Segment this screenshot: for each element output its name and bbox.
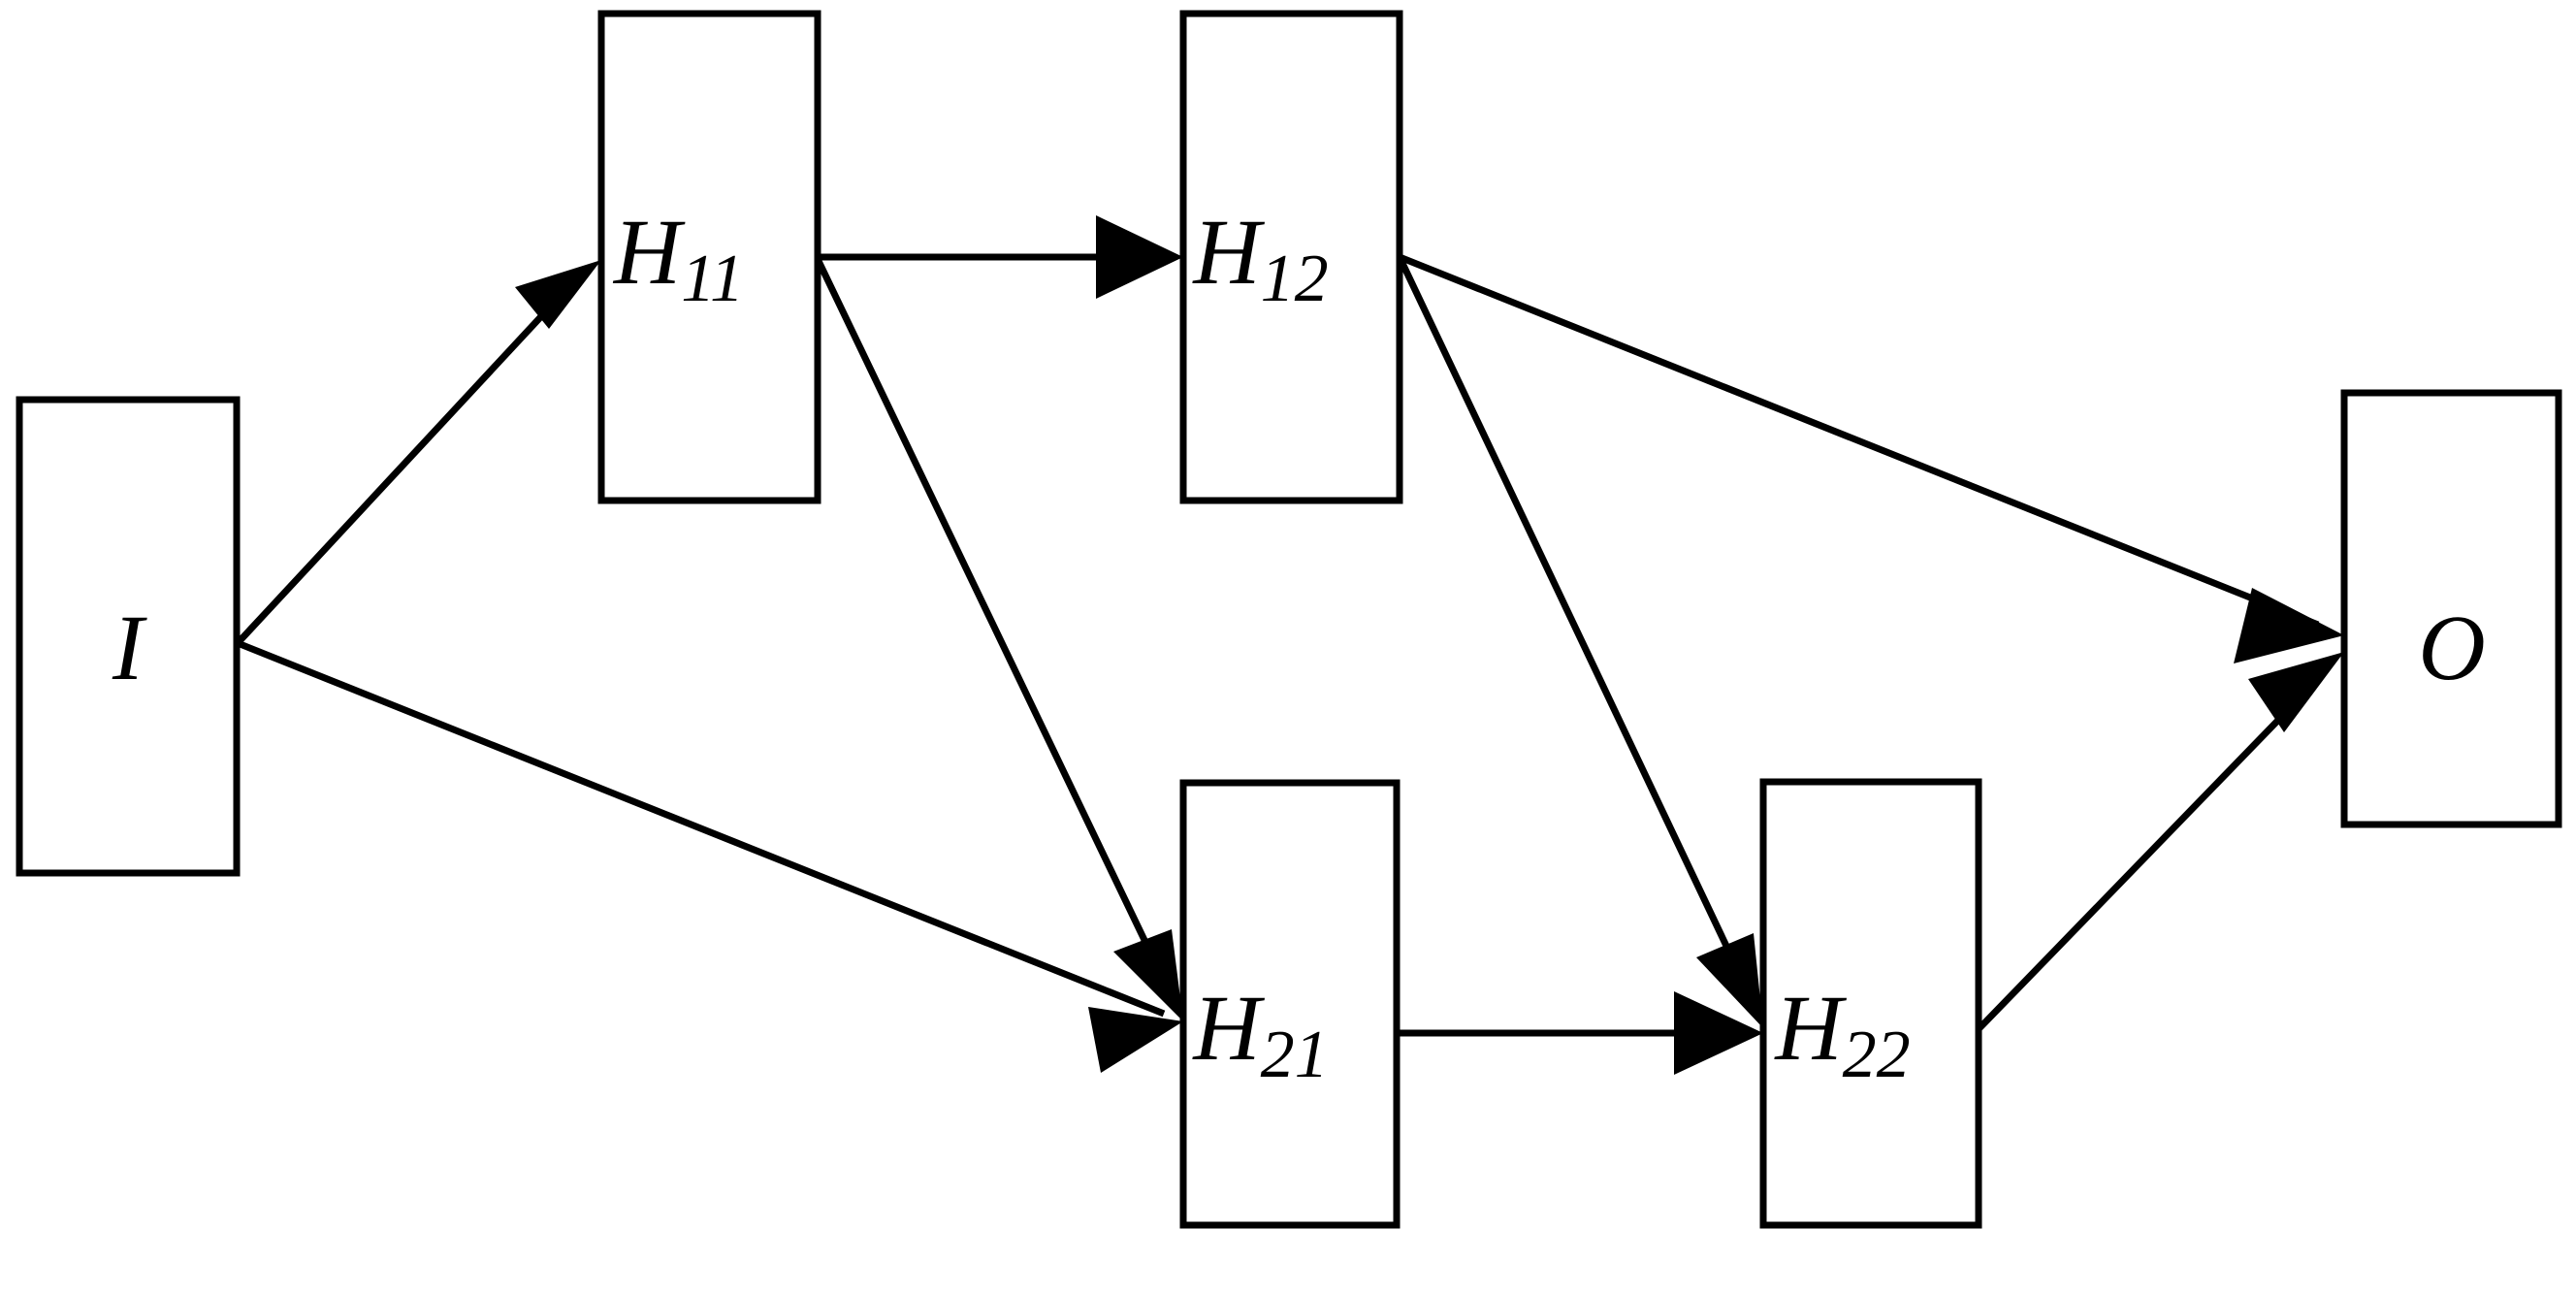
edges-layer bbox=[235, 215, 2344, 1075]
node-label-H21: H21 bbox=[1191, 976, 1328, 1092]
node-box-H21[interactable] bbox=[1179, 779, 1401, 1229]
node-box-H11[interactable] bbox=[597, 10, 821, 504]
node-label-H12: H12 bbox=[1191, 200, 1328, 316]
edge-line-H22-O bbox=[1974, 674, 2323, 1034]
edge-line-I-H21 bbox=[236, 639, 1166, 1018]
node-label-H11: H11 bbox=[612, 200, 744, 316]
node-H22[interactable]: H22 bbox=[1759, 778, 1982, 1229]
arrowhead-I-H11 bbox=[515, 260, 601, 329]
node-box-O[interactable] bbox=[2340, 389, 2562, 828]
edge-line-H12-H22 bbox=[1396, 255, 1755, 1001]
node-box-H22[interactable] bbox=[1759, 778, 1982, 1229]
nodes-layer: I H11 H12 H21 bbox=[16, 10, 2562, 1229]
node-O[interactable]: O bbox=[2340, 389, 2562, 828]
arrowhead-H12-O bbox=[2234, 588, 2344, 663]
node-label-sub-H21: 21 bbox=[1261, 1018, 1329, 1092]
node-label-main-H12: H bbox=[1191, 200, 1265, 304]
arrowhead-H12-H22 bbox=[1696, 933, 1763, 1028]
arrowhead-I-H21 bbox=[1088, 1007, 1183, 1073]
node-H21[interactable]: H21 bbox=[1179, 779, 1401, 1229]
edge-H11-H12 bbox=[818, 215, 1183, 299]
edge-I-H21 bbox=[236, 639, 1183, 1073]
node-label-main-H22: H bbox=[1773, 976, 1847, 1080]
node-label-sub-H12: 12 bbox=[1261, 242, 1329, 316]
edge-I-H11 bbox=[235, 260, 601, 646]
edge-line-H12-O bbox=[1398, 253, 2320, 629]
node-label-sub-H22: 22 bbox=[1843, 1018, 1911, 1092]
edge-H12-H22 bbox=[1396, 255, 1763, 1028]
node-label-sub-H11: 11 bbox=[681, 242, 744, 316]
edge-H11-H21 bbox=[814, 257, 1183, 1021]
node-label-main-H21: H bbox=[1191, 976, 1265, 1080]
edge-line-H11-H21 bbox=[814, 257, 1170, 987]
edge-H21-H22 bbox=[1397, 991, 1763, 1075]
edge-H22-O bbox=[1974, 652, 2344, 1034]
node-label-main-I: I bbox=[112, 596, 147, 699]
node-box-I[interactable] bbox=[16, 396, 241, 877]
arrowhead-H21-H22 bbox=[1674, 991, 1763, 1075]
node-box-H12[interactable] bbox=[1179, 10, 1403, 504]
arrowhead-H11-H21 bbox=[1113, 929, 1183, 1021]
node-H11[interactable]: H11 bbox=[597, 10, 821, 504]
arrowhead-H11-H12 bbox=[1096, 215, 1183, 299]
node-label-main-O: O bbox=[2418, 596, 2485, 699]
node-label-O: O bbox=[2418, 596, 2485, 699]
edge-H12-O bbox=[1398, 253, 2344, 663]
node-label-main-H11: H bbox=[612, 200, 686, 304]
node-label-H22: H22 bbox=[1773, 976, 1910, 1092]
arrowhead-H22-O bbox=[2248, 652, 2344, 732]
edge-line-I-H11 bbox=[235, 270, 585, 646]
node-label-I: I bbox=[112, 596, 147, 699]
node-H12[interactable]: H12 bbox=[1179, 10, 1403, 504]
node-I[interactable]: I bbox=[16, 396, 241, 877]
